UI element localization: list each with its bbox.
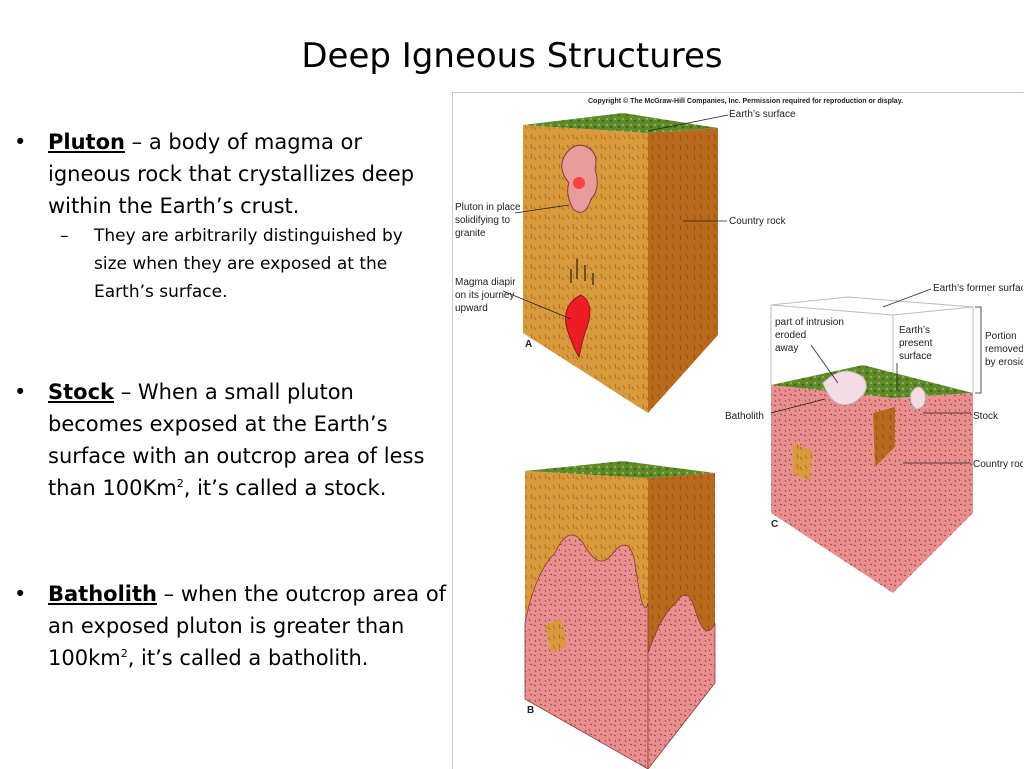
- definition-batholith-end: , it’s called a batholith.: [127, 646, 369, 670]
- bullet-body: Batholith – when the outcrop area of an …: [48, 578, 450, 674]
- leader-batholith: [770, 398, 826, 414]
- leader-earths-surface: [647, 114, 729, 132]
- batholith-body-side: [647, 594, 716, 769]
- magma-diapir-shape: [565, 294, 591, 359]
- block-a: [523, 113, 718, 413]
- leader-magma-diapir: [502, 290, 572, 320]
- pluton-hot-spot: [573, 177, 585, 189]
- block-c-country-rock-patch-2: [873, 407, 895, 467]
- sub-bullet-text: They are arbitrarily distinguished by si…: [94, 226, 403, 302]
- label-portion-removed-3: by erosion: [985, 357, 1023, 368]
- stock-shape: [910, 386, 926, 410]
- eroded-intrusion-shape: [822, 370, 867, 406]
- label-country-rock-a: Country rock: [729, 216, 787, 227]
- superscript: 2: [176, 477, 184, 490]
- erosion-bracket: [975, 306, 982, 394]
- label-batholith: Batholith: [725, 411, 764, 422]
- term-stock: Stock: [48, 380, 115, 404]
- label-letter-b: B: [527, 705, 534, 716]
- label-earths-present-2: present: [899, 338, 933, 349]
- bullet-body: Stock – When a small pluton becomes expo…: [48, 376, 450, 504]
- block-a-side-face: [648, 128, 718, 413]
- bullet-marker: •: [14, 380, 27, 404]
- sub-bullet-marker: –: [60, 226, 69, 246]
- rising-arrows-icon: [570, 259, 594, 285]
- label-part-intrusion-1: part of intrusion: [775, 317, 844, 328]
- term-batholith: Batholith: [48, 582, 157, 606]
- label-part-intrusion-2: eroded: [775, 330, 806, 341]
- definition-stock-end: , it’s called a stock.: [183, 476, 387, 500]
- label-pluton-in-place-3: granite: [455, 228, 486, 239]
- pluton-figure: Copyright © The McGraw-Hill Companies, I…: [452, 92, 1023, 769]
- leader-pluton-in-place: [514, 204, 570, 214]
- bullet-body: Pluton – a body of magma or igneous rock…: [48, 126, 450, 222]
- label-country-rock-c: Country rock: [973, 459, 1023, 470]
- label-part-intrusion-3: away: [775, 343, 798, 354]
- former-surface-outline: [770, 296, 974, 316]
- block-c: [770, 296, 974, 593]
- pluton-diagram: Copyright © The McGraw-Hill Companies, I…: [455, 97, 1023, 769]
- label-portion-removed-1: Portion: [985, 331, 1017, 342]
- label-pluton-in-place-1: Pluton in place: [455, 202, 521, 213]
- label-magma-diapir-3: upward: [455, 303, 488, 314]
- label-magma-diapir-2: on its journey: [455, 290, 514, 301]
- label-earths-former-surface: Earth’s former surface: [933, 283, 1023, 294]
- label-earths-present-3: surface: [899, 351, 932, 362]
- block-c-country-rock-patch: [793, 443, 813, 481]
- term-pluton: Pluton: [48, 130, 125, 154]
- block-b: [524, 461, 716, 769]
- block-b-surface: [525, 461, 715, 478]
- definition-batholith: – when the outcrop area of an exposed pl…: [48, 582, 447, 670]
- superscript: 2: [120, 647, 128, 660]
- bullet-marker: •: [14, 130, 27, 154]
- bullet-marker: •: [14, 582, 27, 606]
- label-earths-present-1: Earth’s: [899, 325, 930, 336]
- label-letter-a: A: [525, 339, 532, 350]
- block-a-surface: [523, 113, 718, 133]
- label-earths-surface: Earth’s surface: [729, 109, 796, 120]
- batholith-body-front: [524, 534, 649, 769]
- label-magma-diapir-1: Magma diapir: [455, 277, 516, 288]
- label-pluton-in-place-2: solidifying to: [455, 215, 510, 226]
- leader-earths-former-surface: [882, 288, 932, 308]
- label-portion-removed-2: removed: [985, 344, 1023, 355]
- definition-stock: – When a small pluton becomes exposed at…: [48, 380, 425, 500]
- block-c-side-face: [893, 393, 973, 593]
- definition-pluton: – a body of magma or igneous rock that c…: [48, 130, 415, 218]
- label-letter-c: C: [771, 519, 778, 530]
- block-b-country-rock-patch: [545, 619, 567, 653]
- block-c-front-face: [771, 385, 893, 593]
- label-stock: Stock: [973, 411, 999, 422]
- slide-title: Deep Igneous Structures: [301, 36, 723, 76]
- leader-part-intrusion: [810, 344, 839, 384]
- copyright-text: Copyright © The McGraw-Hill Companies, I…: [588, 97, 903, 105]
